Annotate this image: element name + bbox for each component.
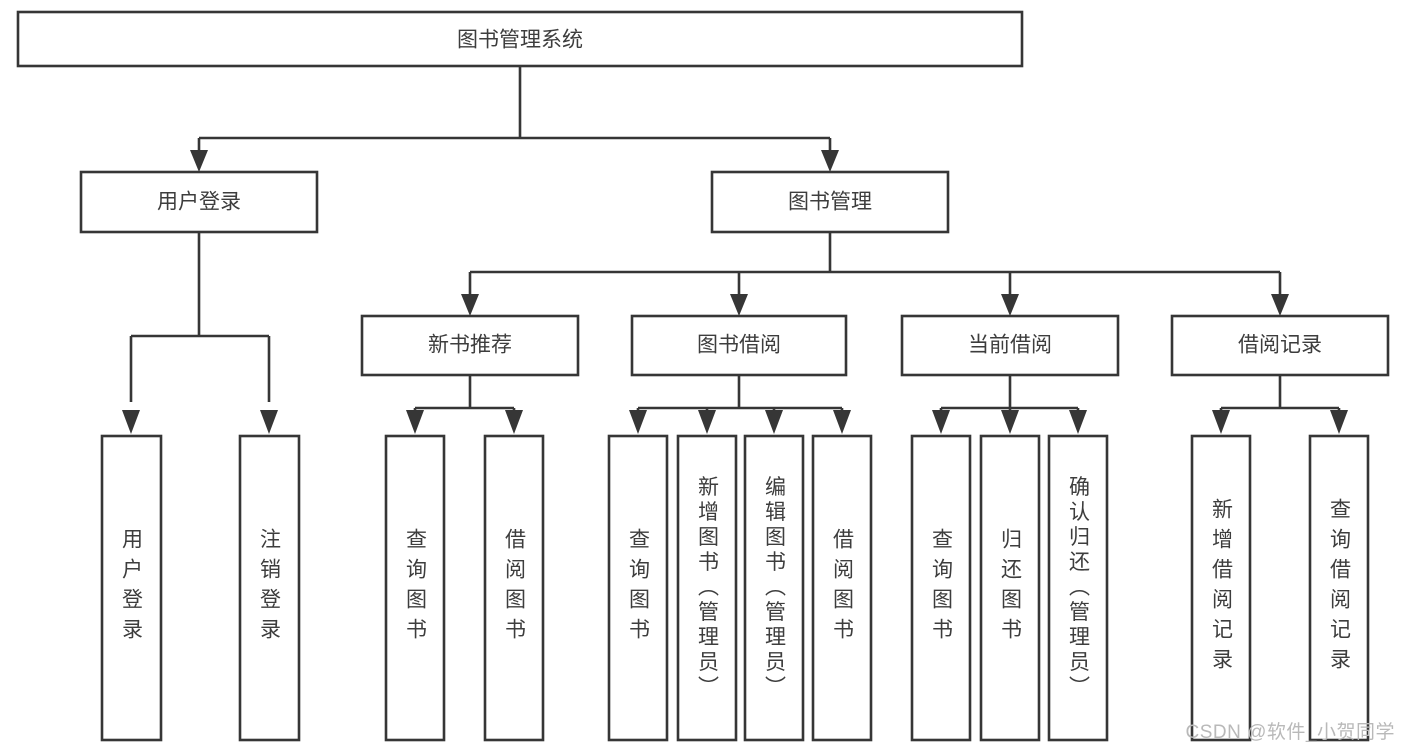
connector-user-login-trunk <box>129 232 271 402</box>
node-new-book-box[interactable] <box>360 314 580 377</box>
leaf-book-borrow-0-label: 查询图书 <box>627 528 651 648</box>
node-root[interactable]: 图书管理系统 <box>16 10 1024 68</box>
node-book-management[interactable]: 图书管理 <box>710 170 950 234</box>
leaf-book-borrow-3-label: 借阅图书 <box>831 528 855 648</box>
node-borrow-record-label: 借阅记录 <box>1238 334 1322 357</box>
connector-new-book-trunk <box>413 375 516 414</box>
node-book-management-box[interactable] <box>710 170 950 234</box>
leaf-book-borrow-1[interactable]: 新增图书（管理员） <box>676 434 738 742</box>
leaf-borrow-record-1[interactable]: 查询借阅记录 <box>1308 434 1370 742</box>
node-book-borrow-label: 图书借阅 <box>697 334 781 357</box>
arrowhead-user-login-leaf-1 <box>260 410 278 434</box>
node-user-login-box[interactable] <box>79 170 319 234</box>
leaf-user-login-0-label: 用户登录 <box>120 528 144 648</box>
node-book-borrow[interactable]: 图书借阅 <box>630 314 848 377</box>
arrowhead-to-current-borrow <box>1001 294 1019 316</box>
node-root-label: 图书管理系统 <box>457 29 583 52</box>
leaf-book-borrow-3-box[interactable] <box>811 434 873 742</box>
node-book-management-label: 图书管理 <box>788 191 872 214</box>
node-new-book[interactable]: 新书推荐 <box>360 314 580 377</box>
node-book-borrow-box[interactable] <box>630 314 848 377</box>
leaf-new-book-1[interactable]: 借阅图书 <box>483 434 545 742</box>
node-current-borrow-label: 当前借阅 <box>968 334 1052 357</box>
leaf-current-borrow-1-box[interactable] <box>979 434 1041 742</box>
leaf-book-borrow-1-box[interactable] <box>676 434 738 742</box>
connectors-layer <box>122 66 1348 434</box>
arrowhead-to-book-management <box>821 150 839 172</box>
leaf-new-book-1-box[interactable] <box>483 434 545 742</box>
leaf-book-borrow-1-label: 新增图书（管理员） <box>696 476 720 701</box>
leaf-borrow-record-1-label: 查询借阅记录 <box>1328 498 1352 678</box>
leaf-book-borrow-3[interactable]: 借阅图书 <box>811 434 873 742</box>
leaf-current-borrow-2-label: 确认归还（管理员） <box>1067 476 1091 701</box>
leaf-user-login-0-box[interactable] <box>100 434 163 742</box>
arrowhead-to-borrow-record <box>1271 294 1289 316</box>
node-borrow-record[interactable]: 借阅记录 <box>1170 314 1390 377</box>
arrowhead-borrow-record-leaf-1 <box>1330 410 1348 434</box>
leaf-book-borrow-2-label: 编辑图书（管理员） <box>763 476 787 701</box>
node-borrow-record-box[interactable] <box>1170 314 1390 377</box>
leaf-user-login-1[interactable]: 注销登录 <box>238 434 301 742</box>
arrowhead-to-user-login <box>190 150 208 172</box>
leaf-user-login-1-box[interactable] <box>238 434 301 742</box>
arrowhead-current-borrow-leaf-1 <box>1001 410 1019 434</box>
leaf-user-login-0[interactable]: 用户登录 <box>100 434 163 742</box>
leaf-user-login-1-label: 注销登录 <box>258 528 282 648</box>
leaf-current-borrow-2[interactable]: 确认归还（管理员） <box>1047 434 1109 742</box>
node-root-box[interactable] <box>16 10 1024 68</box>
connector-current-borrow-trunk <box>939 375 1080 414</box>
connector-root-trunk <box>197 66 832 156</box>
leaf-new-book-0[interactable]: 查询图书 <box>384 434 446 742</box>
arrowhead-new-book-leaf-1 <box>505 410 523 434</box>
connector-borrow-record-trunk <box>1219 375 1341 414</box>
leaf-new-book-1-label: 借阅图书 <box>503 528 527 648</box>
leaf-new-book-0-box[interactable] <box>384 434 446 742</box>
leaf-book-borrow-0[interactable]: 查询图书 <box>607 434 669 742</box>
leaf-current-borrow-1[interactable]: 归还图书 <box>979 434 1041 742</box>
connector-book-management-trunk <box>468 232 1282 298</box>
arrowhead-to-new-book <box>461 294 479 316</box>
leaf-current-borrow-0-box[interactable] <box>910 434 972 742</box>
leaf-book-borrow-2-box[interactable] <box>743 434 805 742</box>
arrowhead-current-borrow-leaf-2 <box>1069 410 1087 434</box>
arrowhead-borrow-record-leaf-0 <box>1212 410 1230 434</box>
leaf-current-borrow-0[interactable]: 查询图书 <box>910 434 972 742</box>
leaf-book-borrow-2[interactable]: 编辑图书（管理员） <box>743 434 805 742</box>
leaf-borrow-record-0[interactable]: 新增借阅记录 <box>1190 434 1252 742</box>
connector-book-borrow-trunk <box>636 375 844 414</box>
leaf-borrow-record-0-label: 新增借阅记录 <box>1210 498 1234 678</box>
leaf-new-book-0-label: 查询图书 <box>404 528 428 648</box>
leaf-borrow-record-1-box[interactable] <box>1308 434 1370 742</box>
leaf-current-borrow-0-label: 查询图书 <box>930 528 954 648</box>
leaf-current-borrow-2-box[interactable] <box>1047 434 1109 742</box>
arrowhead-new-book-leaf-0 <box>406 410 424 434</box>
node-user-login[interactable]: 用户登录 <box>79 170 319 234</box>
arrowhead-book-borrow-leaf-2 <box>765 410 783 434</box>
arrowhead-book-borrow-leaf-3 <box>833 410 851 434</box>
node-current-borrow[interactable]: 当前借阅 <box>900 314 1120 377</box>
arrowhead-user-login-leaf-0 <box>122 410 140 434</box>
leaf-borrow-record-0-box[interactable] <box>1190 434 1252 742</box>
arrowhead-current-borrow-leaf-0 <box>932 410 950 434</box>
leaf-current-borrow-1-label: 归还图书 <box>999 528 1023 648</box>
arrowhead-book-borrow-leaf-1 <box>698 410 716 434</box>
leaf-book-borrow-0-box[interactable] <box>607 434 669 742</box>
arrowhead-book-borrow-leaf-0 <box>629 410 647 434</box>
arrowhead-to-book-borrow <box>730 294 748 316</box>
node-new-book-label: 新书推荐 <box>428 334 512 357</box>
node-user-login-label: 用户登录 <box>157 191 241 214</box>
node-current-borrow-box[interactable] <box>900 314 1120 377</box>
